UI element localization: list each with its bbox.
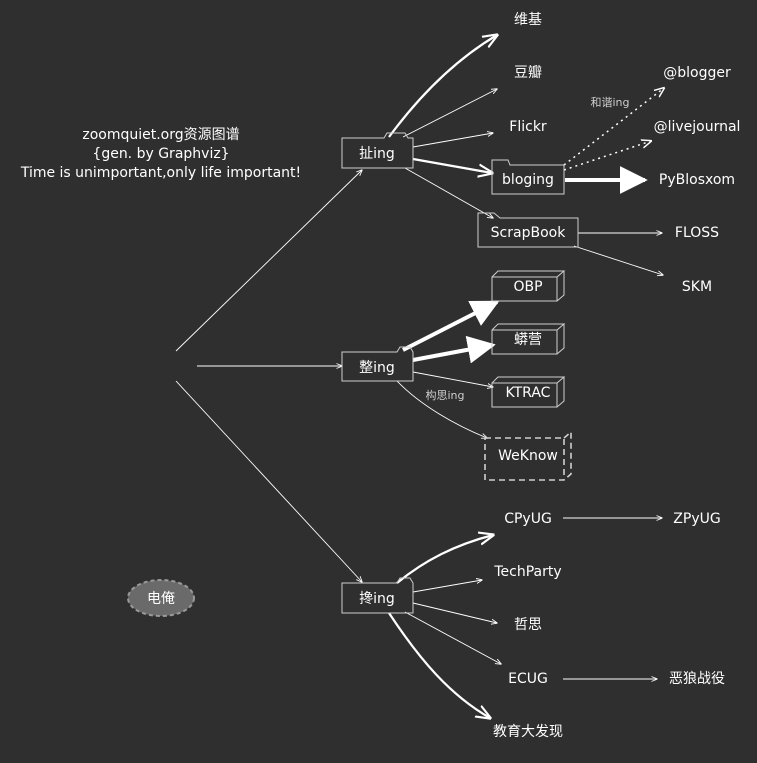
- node-bloging-label: bloging: [502, 172, 554, 188]
- chan-edges: [388, 518, 662, 718]
- node-obp[interactable]: OBP: [491, 270, 566, 302]
- node-ecug[interactable]: ECUG: [508, 671, 548, 687]
- zheng-edges: [396, 300, 500, 438]
- node-flickr[interactable]: Flickr: [509, 119, 547, 135]
- edge-zheng-ktrac: [412, 371, 493, 387]
- edge-chan-jiaoyu: [388, 612, 490, 718]
- node-weknow-label: WeKnow: [498, 448, 558, 464]
- node-jiaoyu[interactable]: 教育大发现: [493, 724, 563, 740]
- edge-zheng-weknow: [396, 380, 487, 438]
- node-zhe[interactable]: 扯ing: [341, 132, 414, 169]
- edge-zhe-douban: [402, 89, 497, 138]
- node-chan-label: 搀ing: [359, 591, 395, 607]
- node-wiki[interactable]: 维基: [514, 11, 542, 28]
- node-dianan-label: 电俺: [147, 591, 175, 607]
- node-pyblosxom[interactable]: PyBlosxom: [659, 172, 735, 188]
- title-line-2: {gen. by Graphviz}: [92, 146, 229, 162]
- root-edges: [175, 170, 362, 582]
- edge-zhe-bloging: [412, 157, 492, 173]
- node-zpyug[interactable]: ZPyUG: [673, 511, 720, 527]
- node-blogger[interactable]: @blogger: [663, 65, 731, 81]
- gear-icon: [127, 579, 195, 617]
- edge-chan-techparty: [412, 580, 482, 593]
- edge-zheng-mangying: [412, 335, 496, 364]
- node-ktrac[interactable]: KTRAC: [491, 376, 566, 408]
- edge-root-chan: [175, 380, 362, 582]
- edge-bloging-livejournal: [563, 141, 651, 171]
- node-weknow[interactable]: WeKnow: [484, 430, 572, 481]
- node-ktrac-label: KTRAC: [506, 385, 551, 401]
- node-cpyug[interactable]: CPyUG: [504, 511, 552, 527]
- edge-zheng-obp: [402, 300, 500, 352]
- node-techparty[interactable]: TechParty: [493, 564, 561, 580]
- edge-label-hexie: 和谐ing: [590, 95, 629, 109]
- edge-chan-cpyug: [396, 535, 493, 584]
- node-zhesi[interactable]: 哲思: [514, 617, 542, 633]
- node-douban[interactable]: 豆瓣: [514, 65, 542, 81]
- edge-label-gousi: 构思ing: [425, 388, 464, 402]
- title-line-1: zoomquiet.org资源图谱: [82, 127, 239, 143]
- edge-zhe-scrapbook: [404, 167, 493, 218]
- edge-chan-ecug: [404, 611, 501, 664]
- node-floss[interactable]: FLOSS: [675, 225, 719, 241]
- title-line-3: Time is unimportant,only life important!: [20, 165, 301, 181]
- graph-title: zoomquiet.org资源图谱 {gen. by Graphviz} Tim…: [20, 127, 301, 181]
- zhe-edges: [388, 35, 664, 275]
- node-elangzhanyi[interactable]: 恶狼战役: [669, 671, 725, 687]
- node-mangying[interactable]: 蟒营: [491, 323, 566, 355]
- edge-zhe-wiki: [388, 35, 497, 138]
- edge-root-zhe: [175, 170, 362, 352]
- edge-chan-zhesi: [412, 602, 497, 623]
- node-livejournal[interactable]: @livejournal: [654, 119, 741, 135]
- node-obp-label: OBP: [513, 279, 542, 295]
- node-dianan[interactable]: 电俺: [127, 579, 195, 617]
- node-zheng[interactable]: 整ing: [341, 346, 414, 382]
- edge-scrapbook-skm: [573, 245, 663, 275]
- node-bloging[interactable]: bloging: [491, 159, 565, 195]
- node-zheng-label: 整ing: [359, 360, 395, 376]
- node-mangying-label: 蟒营: [514, 332, 542, 348]
- node-zhe-label: 扯ing: [359, 146, 395, 162]
- edge-zhe-flickr: [412, 133, 493, 148]
- node-scrapbook-label: ScrapBook: [491, 225, 567, 241]
- node-chan[interactable]: 搀ing: [341, 577, 414, 614]
- node-scrapbook[interactable]: ScrapBook: [477, 212, 579, 248]
- node-skm[interactable]: SKM: [682, 279, 712, 295]
